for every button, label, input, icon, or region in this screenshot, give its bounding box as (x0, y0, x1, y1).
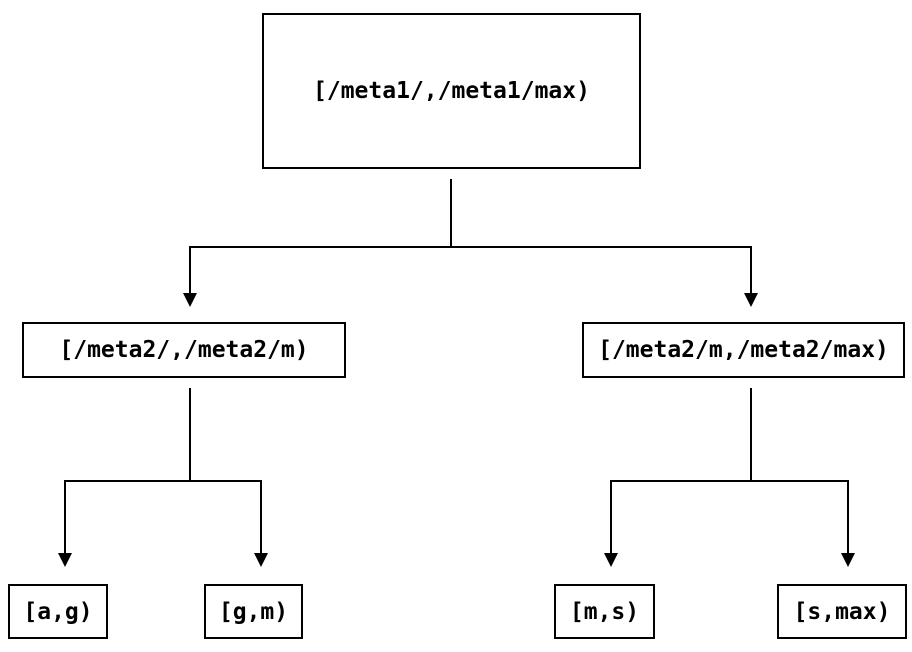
node-leaf-s-max: [s,max) (777, 584, 907, 639)
edge-line (189, 179, 452, 293)
arrowhead-down-icon (744, 293, 758, 307)
node-leaf-a-g: [a,g) (8, 584, 108, 639)
arrowhead-down-icon (841, 553, 855, 567)
node-root-range: [/meta1/,/meta1/max) (262, 13, 641, 169)
edge-line (189, 388, 262, 553)
edge-line (64, 388, 191, 553)
edge-root-to-meta2-left (183, 179, 452, 307)
edge-line (750, 388, 849, 553)
node-meta2-right-range: [/meta2/m,/meta2/max) (582, 322, 905, 378)
edge-meta2-left-to-leaf-gm (189, 388, 268, 567)
arrowhead-down-icon (58, 553, 72, 567)
node-leaf-m-s: [m,s) (554, 584, 655, 639)
edge-meta2-right-to-leaf-ms (604, 388, 752, 567)
edge-line (610, 388, 752, 553)
edge-meta2-right-to-leaf-smax (750, 388, 855, 567)
node-leaf-g-m: [g,m) (204, 584, 303, 639)
node-meta2-left-range: [/meta2/,/meta2/m) (22, 322, 346, 378)
edge-root-to-meta2-right (450, 179, 758, 307)
arrowhead-down-icon (183, 293, 197, 307)
arrowhead-down-icon (254, 553, 268, 567)
edge-meta2-left-to-leaf-ag (58, 388, 191, 567)
edge-line (450, 179, 752, 293)
arrowhead-down-icon (604, 553, 618, 567)
